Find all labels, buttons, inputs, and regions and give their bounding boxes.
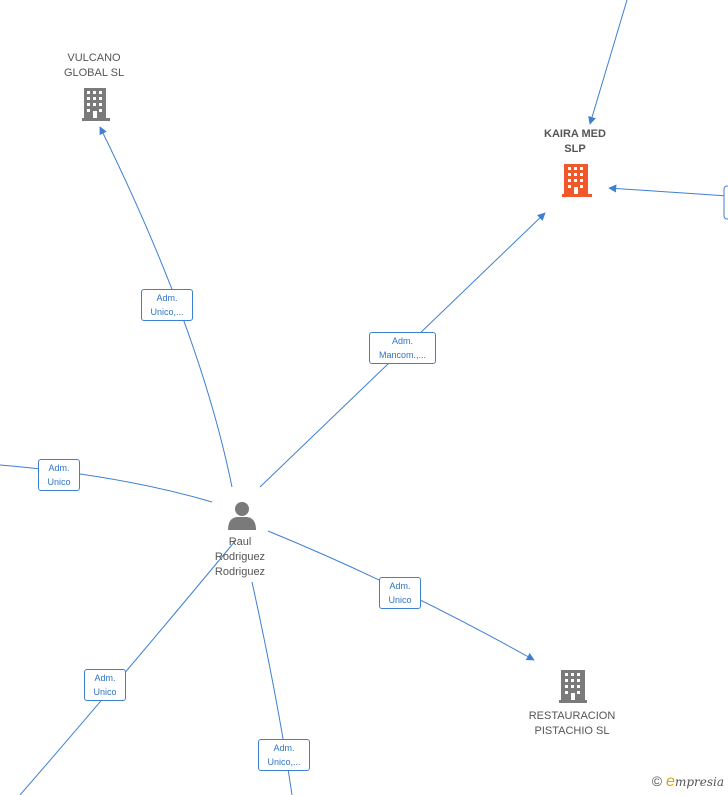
edge-label-restauracion[interactable]: Adm. Unico [379,577,421,609]
edge-right-kaira [608,184,728,197]
edge-raul-left [0,464,213,503]
node-label: VULCANO GLOBAL SL [63,52,125,79]
copyright-symbol: © [651,773,663,789]
edge-top-kaira [588,0,628,125]
brand-logo-initial: e [666,773,675,790]
edge-label-vulcano[interactable]: Adm. Unico,... [141,289,193,321]
edge-label-left[interactable]: Adm. Unico [38,459,80,491]
brand-logo-text: mpresia [674,775,724,789]
person-icon [228,502,256,530]
node-raul-rodriguez[interactable]: Raul Rodriguez Rodriguez [190,535,290,580]
building-icon [562,164,592,197]
building-icon [559,670,587,703]
node-label: Raul Rodriguez Rodriguez [214,536,266,578]
node-kaira-med[interactable]: KAIRA MED SLP [525,127,625,157]
edge-label-bottom[interactable]: Adm. Unico,... [258,739,310,771]
edge-label-bottom-left[interactable]: Adm. Unico [84,669,126,701]
node-label: KAIRA MED SLP [544,128,606,155]
node-restauracion-pistachio[interactable]: RESTAURACION PISTACHIO SL [516,709,628,739]
node-vulcano-global[interactable]: VULCANO GLOBAL SL [44,51,144,81]
building-icon [82,88,110,121]
node-label: RESTAURACION PISTACHIO SL [528,710,616,737]
brand-footer: ©empresia [652,773,724,791]
offscreen-edge-label [723,185,728,220]
edge-label-kaira[interactable]: Adm. Mancom.,... [369,332,436,364]
edge-raul-bottom [251,581,293,795]
